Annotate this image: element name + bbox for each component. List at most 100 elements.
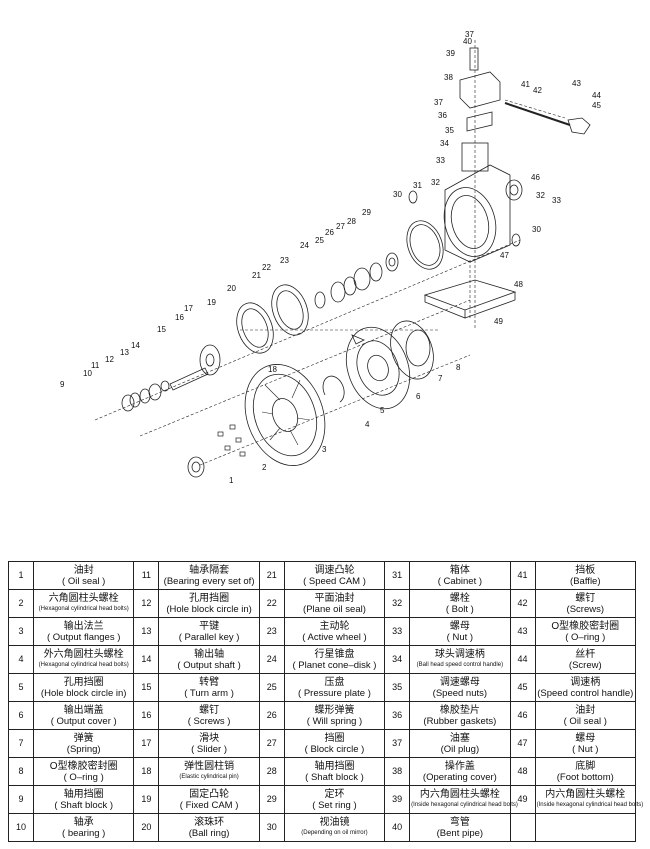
callout: 6 (416, 392, 421, 401)
part-name-english: ( Planet cone–disk ) (292, 659, 377, 671)
part-number-cell: 21 (258, 561, 285, 590)
part-name-cell: 底脚(Foot bottom) (534, 757, 637, 786)
part-name-english: ( bearing ) (62, 827, 106, 839)
callout: 47 (500, 251, 509, 260)
part-name-english: ( Cabinet ) (437, 575, 483, 587)
part-number-cell: 46 (509, 701, 536, 730)
callout: 29 (362, 208, 371, 217)
part-name-cell: 平键( Parallel key ) (158, 617, 260, 646)
part-number-cell: 41 (509, 561, 536, 590)
part-name-cell: 箱体( Cabinet ) (409, 561, 511, 590)
part-name-cell: 滑块( Slider ) (158, 729, 260, 758)
part-name-cell: 螺母( Nut ) (409, 617, 511, 646)
callout: 26 (325, 228, 334, 237)
part-number-cell: 32 (384, 589, 411, 618)
part-name-chinese: 挡圈 (324, 732, 345, 744)
part-name-cell: 螺栓( Bolt ) (409, 589, 511, 618)
part-name-cell: 橡胶垫片(Rubber gaskets) (409, 701, 511, 730)
part-number-cell: 27 (258, 729, 285, 758)
callout: 4 (365, 420, 370, 429)
part-name-cell: 输出轴( Output shaft ) (158, 645, 260, 674)
callout: 12 (105, 355, 114, 364)
part-name-cell: 滚珠环(Ball ring) (158, 813, 260, 842)
part-number-cell: 8 (8, 757, 34, 786)
part-name-cell: 油封( Oil seal ) (32, 561, 135, 590)
part-name-english: (Hexagonal cylindrical head bolts) (38, 605, 129, 612)
part-name-cell: 调速柄(Speed control handle) (534, 673, 637, 702)
callout: 19 (207, 298, 216, 307)
callout: 17 (184, 304, 193, 313)
output-flange (244, 364, 326, 466)
callout: 45 (592, 101, 601, 110)
part-name-english: ( Output flanges ) (46, 631, 121, 643)
part-number-cell: 11 (133, 561, 160, 590)
part-name-chinese: 调速凸轮 (314, 564, 355, 576)
part-name-english: ( Set ring ) (312, 799, 357, 811)
part-number-cell: 12 (133, 589, 160, 618)
part-name-english: ( Shaft block ) (305, 771, 364, 783)
part-name-cell: 孔用挡圈(Hole block circle in) (32, 673, 135, 702)
part-number-cell: 9 (8, 785, 34, 814)
part-name-english: (Bent pipe) (436, 827, 484, 839)
part-name-cell: 主动轮( Active wheel ) (283, 617, 386, 646)
part-name-chinese: 内六角圆柱头螺栓 (545, 788, 626, 800)
part-name-cell: 轴用挡圈( Shaft block ) (32, 785, 135, 814)
part-name-chinese: 操作盖 (444, 760, 475, 772)
part-name-cell: 螺钉(Screws) (534, 589, 637, 618)
part-name-chinese: 弹性圆柱销 (184, 760, 235, 772)
part-number-cell: 49 (509, 785, 536, 814)
part-name-cell: 调速凸轮( Speed CAM ) (283, 561, 386, 590)
part-number-cell: 14 (133, 645, 160, 674)
part-number-cell: 23 (258, 617, 285, 646)
callout: 2 (262, 463, 267, 472)
part-name-english: ( Speed CAM ) (303, 575, 366, 587)
part-number-cell (509, 813, 536, 842)
part-name-chinese: 油塞 (449, 732, 470, 744)
part-name-chinese: 螺钉 (199, 704, 220, 716)
part-name-chinese: 轴承 (73, 816, 94, 828)
part-name-cell: 视油镜(Depending on oil mirror) (283, 813, 386, 842)
part-name-english: ( O–ring ) (63, 771, 104, 783)
part-name-chinese: 压盘 (324, 676, 345, 688)
part-name-english: ( Shaft block ) (54, 799, 113, 811)
part-name-chinese: 挡板 (575, 564, 596, 576)
callout: 32 (536, 191, 545, 200)
part-name-english: ( Output shaft ) (177, 659, 241, 671)
callout: 9 (60, 380, 65, 389)
part-name-chinese: 转臂 (199, 676, 220, 688)
part-name-english: (Hole block circle in) (166, 603, 252, 615)
part-name-chinese: 输出轴 (194, 648, 225, 660)
callout: 20 (227, 284, 236, 293)
output-shaft-assembly (121, 344, 221, 412)
part-number-cell: 33 (384, 617, 411, 646)
callout: 24 (300, 241, 309, 250)
part-name-english: (Speed control handle) (537, 687, 634, 699)
callout: 30 (532, 225, 541, 234)
part-number-cell: 38 (384, 757, 411, 786)
part-name-english: ( Fixed CAM ) (179, 799, 239, 811)
callout: 39 (446, 49, 455, 58)
planet-cone-disk-stack (314, 252, 399, 309)
callout: 34 (440, 139, 449, 148)
callout: 21 (252, 271, 261, 280)
callout: 32 (431, 178, 440, 187)
part-name-english: ( Oil seal ) (62, 575, 106, 587)
callout: 8 (456, 363, 461, 372)
part-name-english: (Inside hexagonal cylindrical head bolts… (411, 801, 518, 808)
part-name-cell: 丝杆(Screw) (534, 645, 637, 674)
part-name-cell: 平面油封(Plane oil seal) (283, 589, 386, 618)
part-name-english: (Bearing every set of) (163, 575, 255, 587)
part-name-cell: 弯管(Bent pipe) (409, 813, 511, 842)
callout: 31 (413, 181, 422, 190)
callout: 35 (445, 126, 454, 135)
callout: 7 (438, 374, 443, 383)
part-number-cell: 16 (133, 701, 160, 730)
part-number-cell: 48 (509, 757, 536, 786)
part-name-cell: 油塞(Oil plug) (409, 729, 511, 758)
part-name-cell: 弹簧(Spring) (32, 729, 135, 758)
callout: 27 (336, 222, 345, 231)
